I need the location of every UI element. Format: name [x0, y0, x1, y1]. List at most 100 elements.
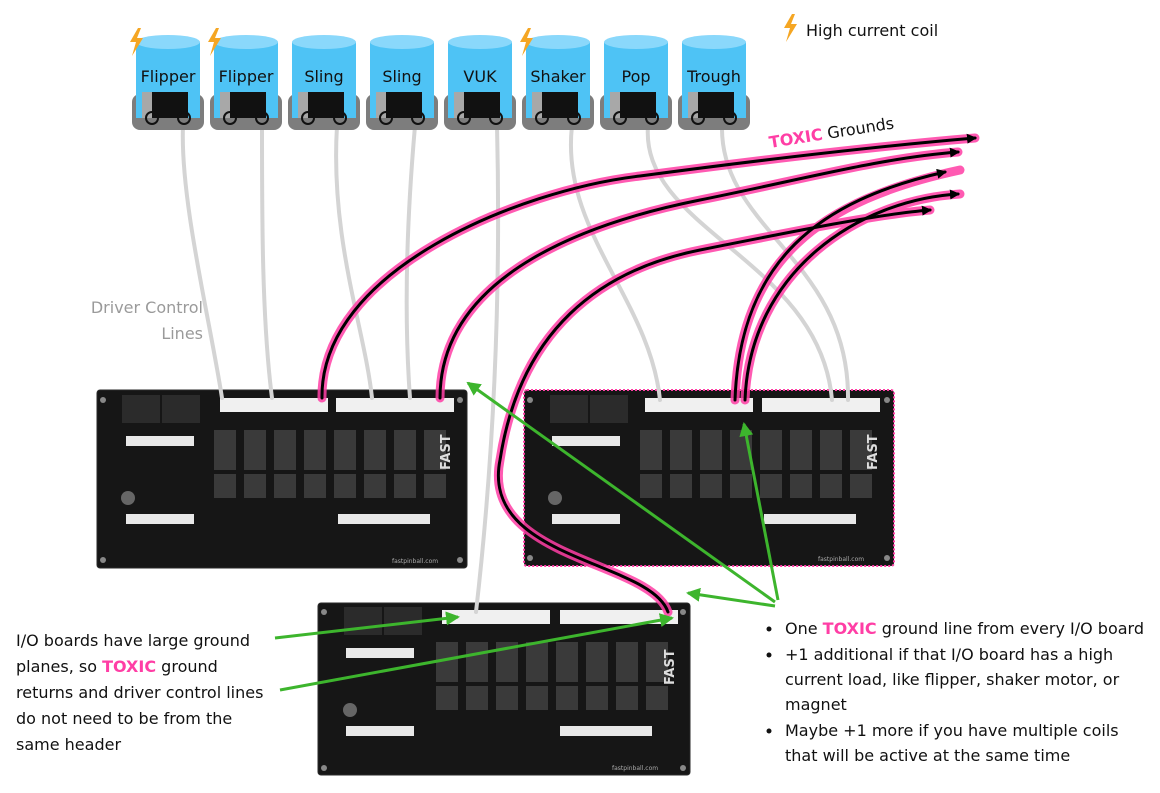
driver-wire [334, 124, 374, 400]
bullet [766, 626, 772, 632]
driver-header [336, 398, 454, 412]
coil-vuk: VUK [444, 35, 516, 130]
toxic-ground-wire [320, 133, 977, 400]
switch-header [338, 514, 430, 524]
green-arrows [274, 381, 780, 692]
driver-header [645, 398, 753, 412]
green-arrow [466, 381, 776, 604]
coil-label: Trough [686, 67, 741, 86]
coil-row: Flipper Flipper Sling Sling VUK Shaker Pop Trou… [130, 28, 750, 130]
toxic-ground-wire [733, 168, 947, 402]
coil-plunger [694, 92, 734, 118]
driver-control-label-line1: Driver Control [91, 298, 203, 317]
coil-top [292, 35, 356, 49]
rj45-port [590, 395, 628, 423]
grounds-word: Grounds [826, 113, 895, 142]
coil-label: VUK [463, 67, 497, 86]
coil-label: Sling [382, 67, 421, 86]
coil-label: Shaker [530, 67, 586, 86]
switch-header [552, 514, 620, 524]
note-bullet-2-line3: magnet [785, 695, 847, 714]
coil-shaker: Shaker [520, 28, 594, 130]
board-url: fastpinball.com [392, 558, 438, 565]
driver-control-wires [180, 124, 851, 614]
board-url: fastpinball.com [612, 765, 658, 772]
io-board-left: FAST fastpinball.com [96, 389, 468, 569]
capacitor [343, 703, 357, 717]
coil-flipper: Flipper [208, 28, 282, 130]
driver-control-label-line2: Lines [161, 324, 203, 343]
high-current-label: High current coil [806, 21, 938, 40]
green-arrow [279, 613, 674, 692]
toxic-word: TOXIC [768, 125, 824, 152]
coil-sling: Sling [288, 35, 360, 130]
coil-label: Flipper [219, 67, 274, 86]
coil-top [682, 35, 746, 49]
driver-wire [568, 124, 662, 402]
left-note-line5: same header [16, 735, 121, 754]
toxic-ground-wire [438, 147, 960, 400]
toxic-ground-wire [496, 205, 932, 614]
left-note-line4: do not need to be from the [16, 709, 232, 728]
switch-header [346, 726, 414, 736]
lightning-bolt-icon [784, 14, 797, 42]
bullet [766, 652, 772, 658]
coil-top [604, 35, 668, 49]
coil-top [526, 35, 590, 49]
right-notes: One TOXIC ground line from every I/O boa… [766, 619, 1144, 765]
left-note: I/O boards have large ground planes, so … [16, 631, 263, 754]
switch-header [560, 726, 652, 736]
coil-plunger [382, 92, 422, 118]
capacitor [121, 491, 135, 505]
board-brand: FAST [663, 649, 678, 685]
board-brand: FAST [439, 434, 454, 470]
coil-top [136, 35, 200, 49]
note-bullet-3-line2: that will be active at the same time [785, 746, 1070, 765]
left-note-line1: I/O boards have large ground [16, 631, 250, 650]
green-arrow [739, 422, 780, 601]
driver-header [762, 398, 880, 412]
switch-header [346, 648, 414, 658]
coil-plunger [304, 92, 344, 118]
io-board-right: FAST fastpinball.com [523, 389, 895, 567]
driver-wire [404, 124, 417, 400]
coil-label: Pop [621, 67, 650, 86]
coil-flipper: Flipper [130, 28, 204, 130]
io-board-bottom: FAST fastpinball.com [317, 602, 691, 776]
driver-wire [260, 124, 274, 400]
switch-header [126, 436, 194, 446]
capacitor [548, 491, 562, 505]
rj45-port [162, 395, 200, 423]
driver-header [560, 610, 678, 624]
note-bullet-1: One TOXIC ground line from every I/O boa… [785, 619, 1144, 638]
coil-plunger [538, 92, 578, 118]
board-url: fastpinball.com [818, 556, 864, 563]
coil-sling: Sling [366, 35, 438, 130]
note-bullet-2-line2: current load, like flipper, shaker motor… [785, 670, 1120, 689]
coil-plunger [460, 92, 500, 118]
board-brand: FAST [866, 434, 881, 470]
bullet [766, 728, 772, 734]
note-bullet-3-line1: Maybe +1 more if you have multiple coils [785, 721, 1119, 740]
high-current-legend: High current coil [784, 14, 938, 42]
driver-wire [645, 124, 834, 402]
coil-top [214, 35, 278, 49]
toxic-ground-wires [317, 133, 980, 617]
driver-wire [474, 124, 501, 614]
driver-wire [180, 124, 224, 400]
coil-plunger [616, 92, 656, 118]
coil-top [370, 35, 434, 49]
green-arrow [686, 587, 776, 608]
rj45-port [550, 395, 588, 423]
note-bullet-2-line1: +1 additional if that I/O board has a hi… [785, 645, 1113, 664]
rj45-port [122, 395, 160, 423]
coil-plunger [226, 92, 266, 118]
coil-pop: Pop [600, 35, 672, 130]
left-note-line3: returns and driver control lines [16, 683, 263, 702]
switch-header [126, 514, 194, 524]
toxic-ground-wire [743, 189, 960, 402]
coil-top [448, 35, 512, 49]
switch-header [552, 436, 620, 446]
left-note-line2: planes, so TOXIC ground [16, 657, 218, 676]
